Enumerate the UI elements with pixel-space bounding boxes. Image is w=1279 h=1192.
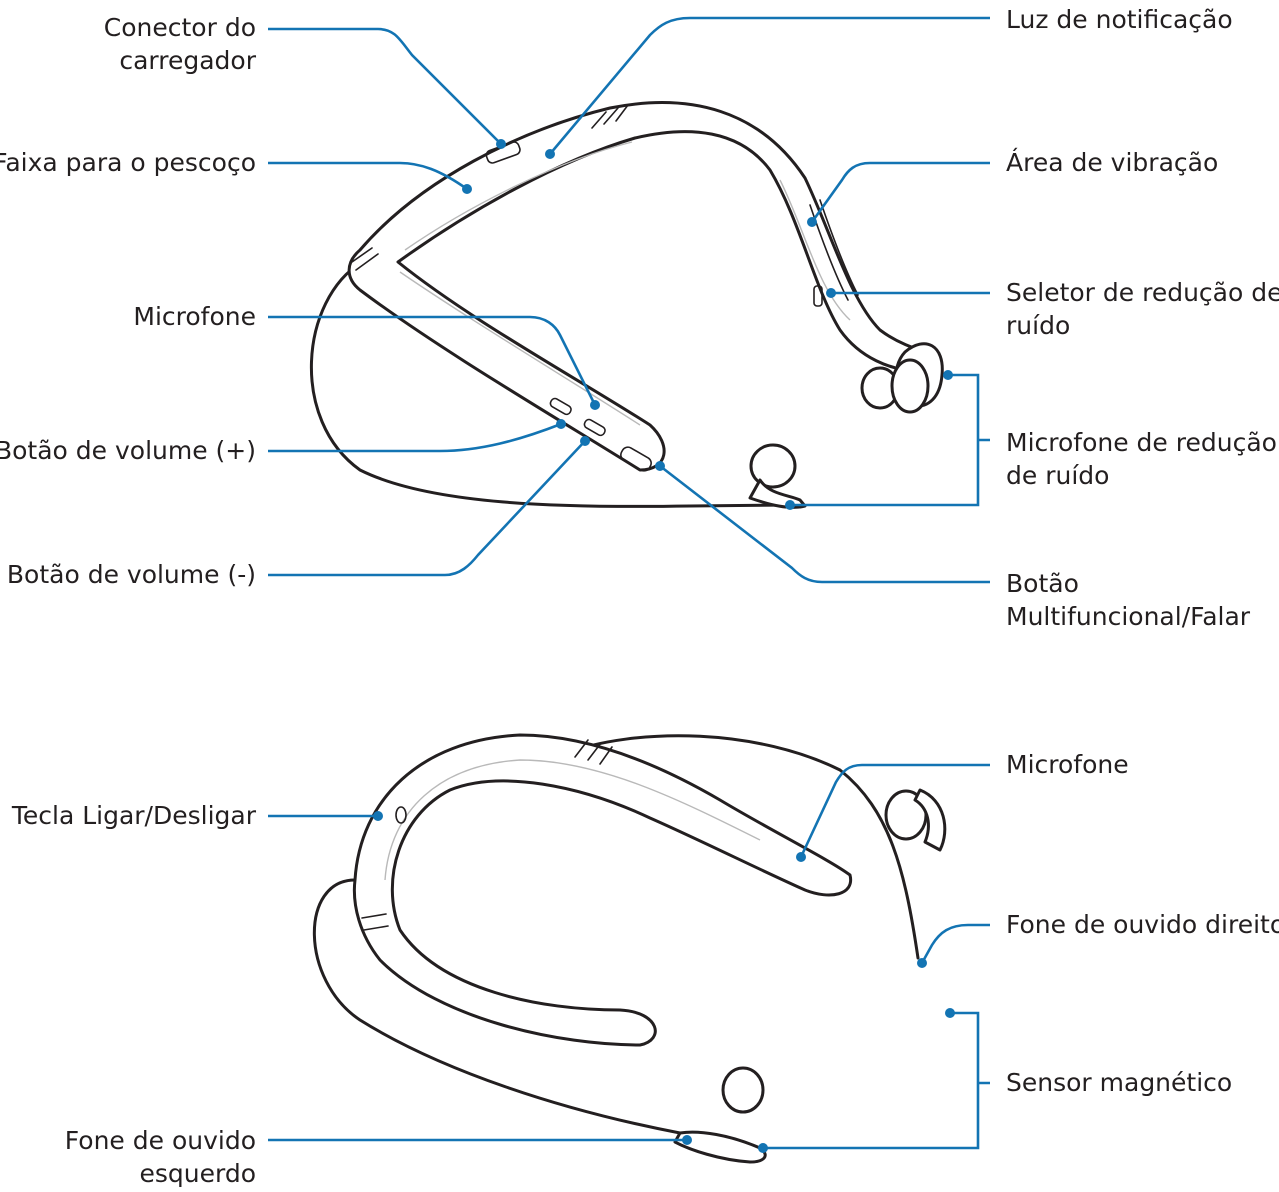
bottom-cable — [312, 734, 920, 1135]
label-power-key: Tecla Ligar/Desligar — [11, 801, 256, 830]
leader-vibration-area — [810, 161, 990, 223]
leader-charger-connector — [268, 27, 502, 145]
label-noise-mic-line2: de ruído — [1006, 461, 1110, 490]
label-noise-switch-line2: ruído — [1006, 311, 1071, 340]
label-notification-light: Luz de notificação — [1006, 5, 1233, 34]
label-talk-button: Botão Multifuncional/Falar — [1006, 567, 1250, 633]
top-neck-band — [347, 101, 937, 472]
label-microphone-top: Microfone — [133, 302, 256, 331]
label-left-earbud-line2: esquerdo — [139, 1159, 256, 1188]
leader-noise-mic — [790, 373, 990, 507]
label-left-earbud: Fone de ouvido esquerdo — [65, 1124, 256, 1190]
bottom-neck-band — [352, 733, 853, 1047]
leader-right-earbud — [920, 923, 990, 964]
top-cable — [309, 260, 792, 508]
leader-neck-band — [268, 161, 468, 191]
headset-top-view — [309, 101, 944, 509]
top-left-earbud — [749, 443, 797, 489]
leader-notification-light — [549, 16, 990, 155]
bottom-left-earbud — [721, 1066, 765, 1114]
label-charger-connector-line2: carregador — [119, 46, 256, 75]
label-right-earbud: Fone de ouvido direito — [1006, 910, 1279, 939]
label-neck-band: Faixa para o pescoço — [0, 148, 256, 177]
label-magnetic-sensor: Sensor magnético — [1006, 1068, 1233, 1097]
bottom-leader-dots — [373, 811, 955, 1153]
headset-bottom-view — [312, 733, 947, 1164]
label-vibration-area: Área de vibração — [1006, 148, 1219, 177]
label-volume-up: Botão de volume (+) — [0, 436, 256, 465]
top-leader-lines — [268, 16, 990, 584]
label-talk-button-line2: Multifuncional/Falar — [1006, 602, 1251, 631]
label-charger-connector-line1: Conector do — [103, 13, 256, 42]
label-noise-mic-line1: Microfone de redução — [1006, 428, 1277, 457]
label-left-earbud-line1: Fone de ouvido — [64, 1126, 256, 1155]
label-charger-connector: Conector do carregador — [104, 11, 256, 77]
leader-microphone-bottom — [799, 763, 990, 858]
label-microphone-bottom: Microfone — [1006, 750, 1129, 779]
label-noise-switch-line1: Seletor de redução de — [1006, 278, 1279, 307]
leader-talk-button — [659, 464, 990, 584]
label-noise-switch: Seletor de redução de ruído — [1006, 276, 1279, 342]
leader-microphone-top — [268, 315, 597, 406]
label-noise-mic: Microfone de redução de ruído — [1006, 426, 1277, 492]
label-volume-down: Botão de volume (-) — [6, 560, 256, 589]
label-talk-button-line1: Botão — [1006, 569, 1079, 598]
bottom-leader-lines — [268, 763, 990, 1150]
leader-volume-up — [268, 422, 562, 453]
leader-volume-down — [268, 440, 586, 577]
leader-magnetic-sensor — [763, 1011, 990, 1150]
top-leader-dots — [462, 139, 953, 510]
